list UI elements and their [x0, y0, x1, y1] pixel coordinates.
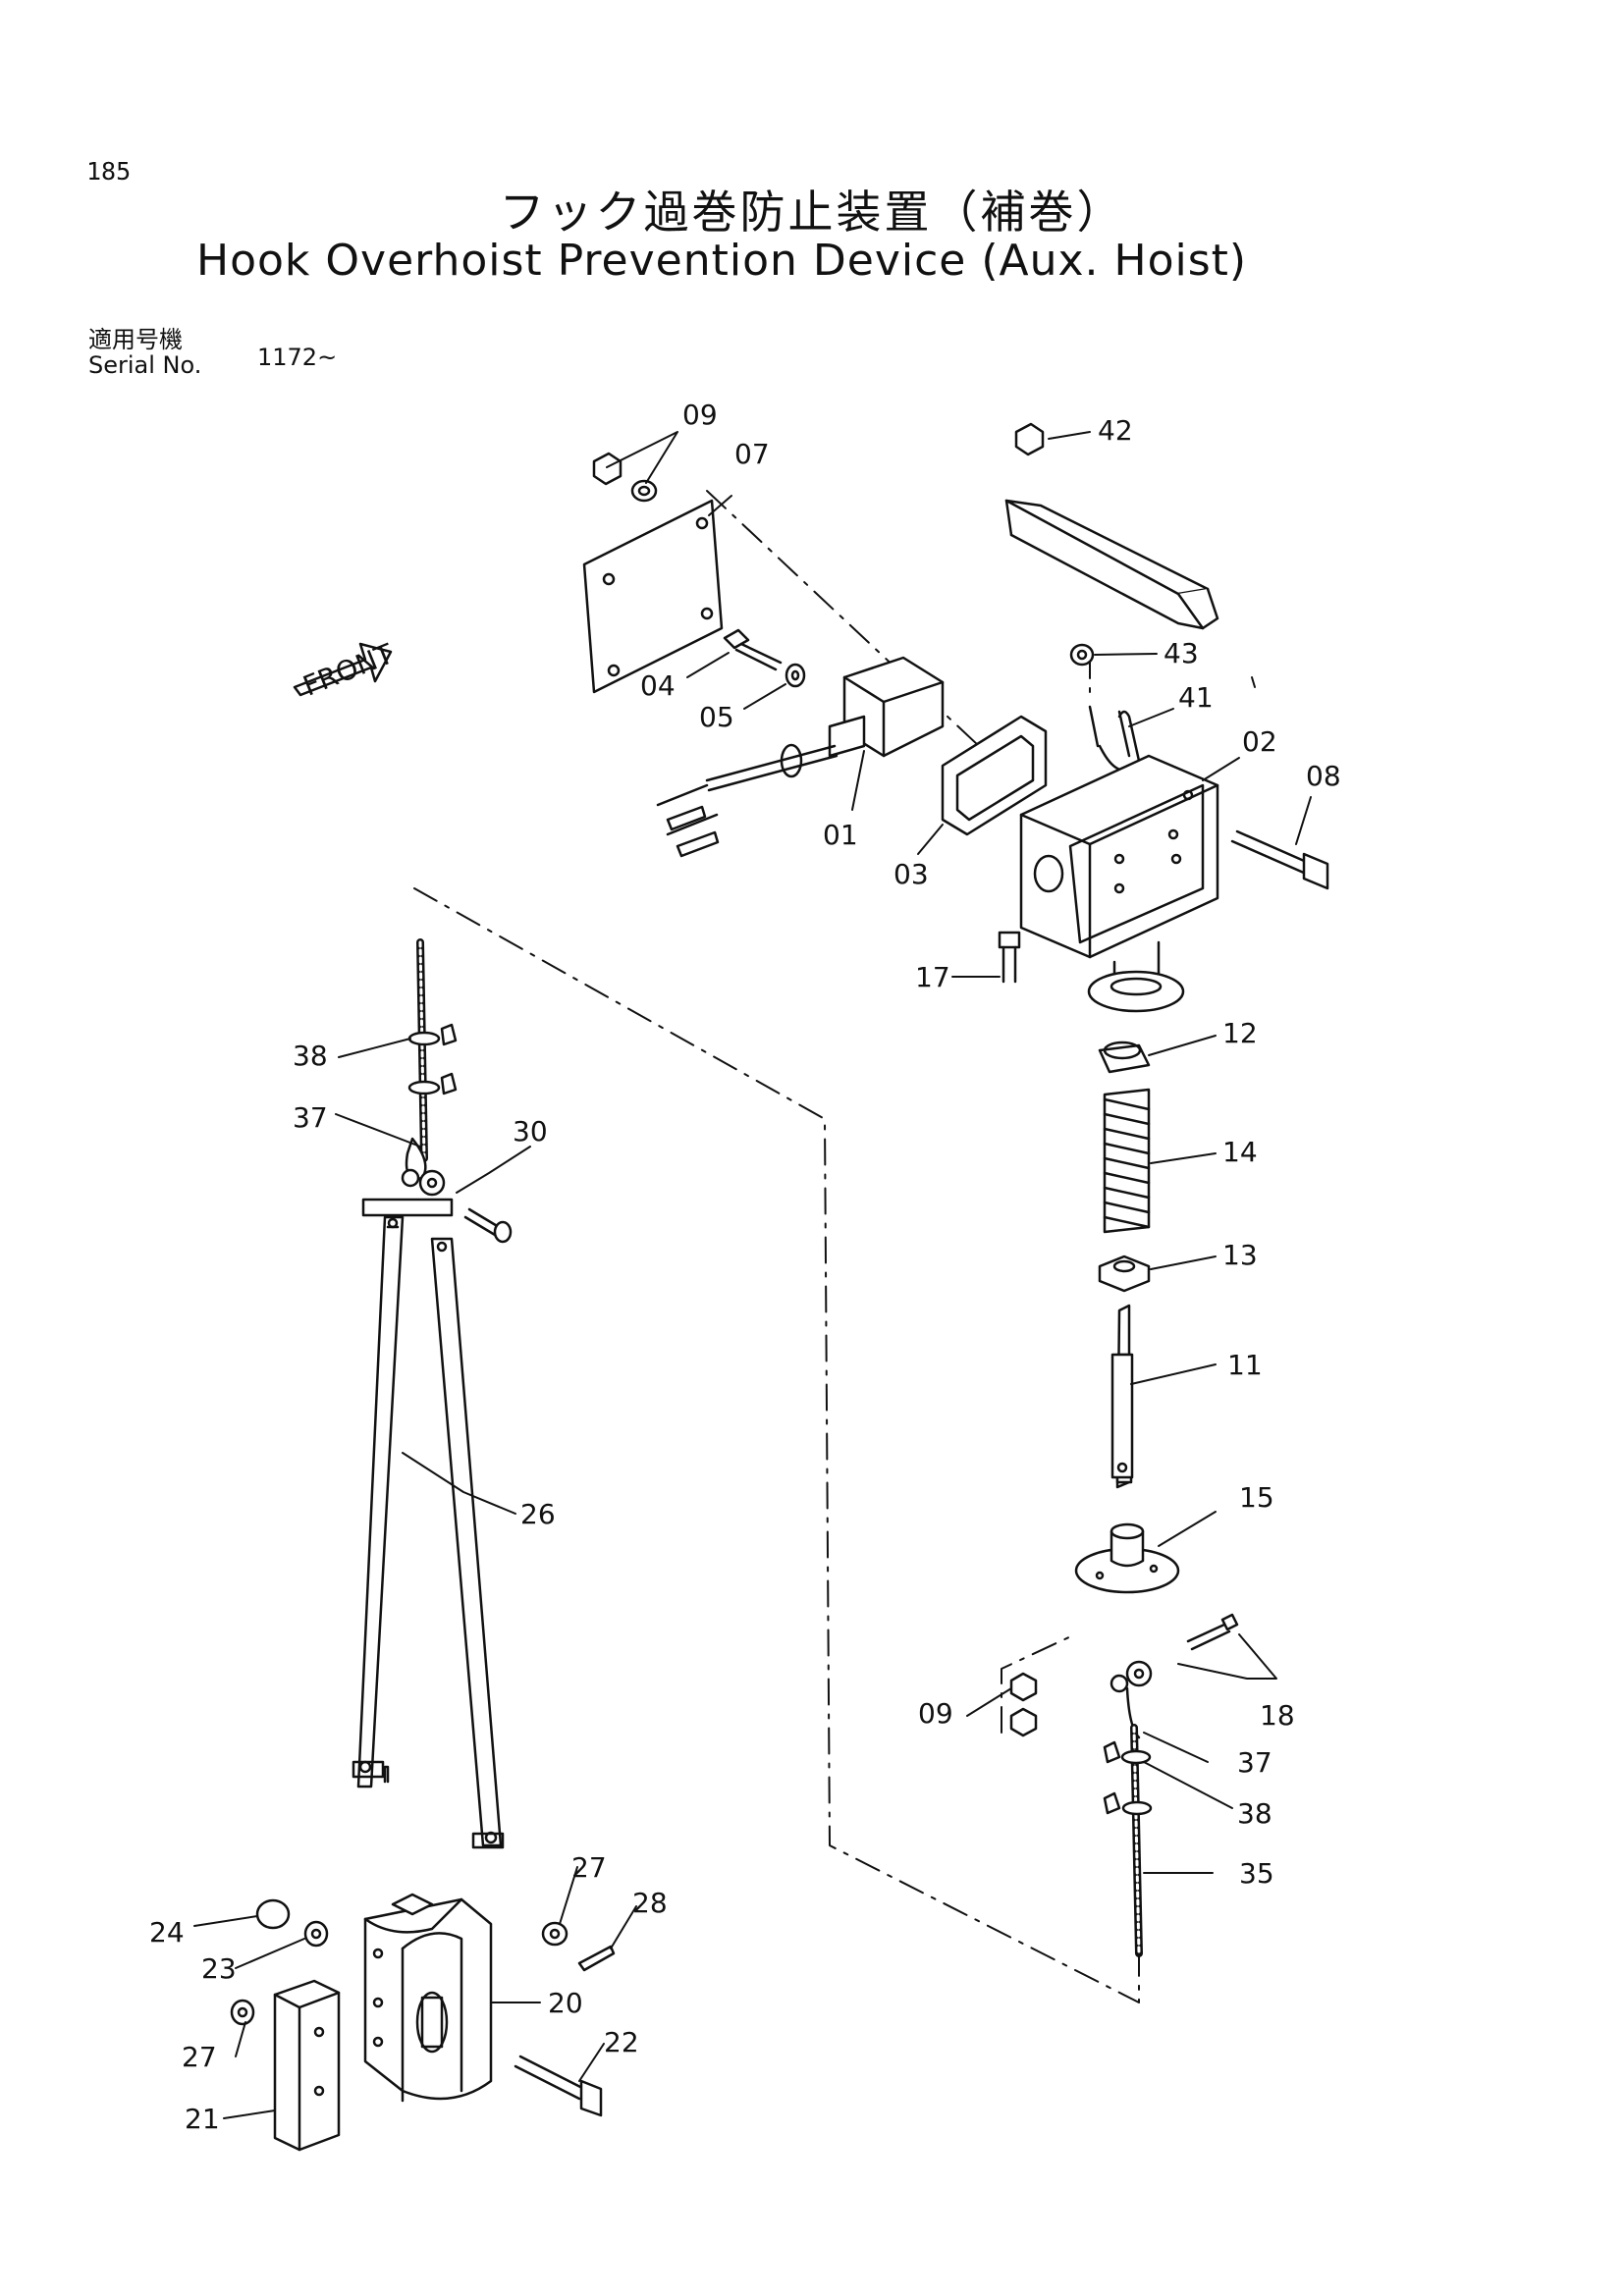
part-label: 20: [548, 1987, 583, 2019]
small-hardware: [230, 1898, 616, 2026]
part-label: 28: [632, 1887, 668, 1919]
part-label: 38: [293, 1040, 328, 1072]
front-arrow-icon: FRONT: [293, 637, 399, 703]
part-label: 24: [149, 1916, 185, 1949]
bolt-17: [998, 931, 1021, 984]
rod-11: [1110, 1304, 1134, 1489]
part-label: 26: [520, 1498, 556, 1530]
serial-label-jp: 適用号機: [88, 326, 183, 353]
mounting-block-02: [1019, 754, 1219, 1013]
part-label: 27: [571, 1851, 607, 1884]
part-label: 03: [893, 858, 929, 890]
part-label: 09: [918, 1697, 953, 1730]
part-label: 37: [293, 1101, 328, 1134]
part-label: 21: [185, 2103, 220, 2135]
part-label: 13: [1222, 1239, 1258, 1271]
pin-30: [463, 1207, 513, 1244]
bracket-42: [1004, 422, 1219, 667]
page-number: 185: [86, 157, 132, 186]
serial-label: 適用号機 Serial No.: [88, 327, 201, 378]
nut-13: [1098, 1255, 1151, 1293]
part-label: 30: [513, 1115, 548, 1148]
limit-switch-01: [656, 656, 945, 858]
part-label: 42: [1098, 414, 1133, 447]
flange-15: [1074, 1522, 1180, 1594]
bolt-08: [1230, 829, 1329, 890]
part-label: 18: [1260, 1699, 1295, 1732]
u-bolt-41: [1088, 705, 1141, 772]
part-label: 01: [823, 819, 858, 851]
part-label: 22: [604, 2026, 639, 2058]
nut-12: [1098, 1041, 1151, 1074]
part-labels: 09 07 42 43 41 04 05 02 08 01 03 17 12 3…: [149, 399, 1341, 2135]
assembly-guide-lines: [413, 490, 1256, 2003]
part-label: 15: [1239, 1481, 1274, 1514]
title-english: Hook Overhoist Prevention Device (Aux. H…: [196, 236, 1248, 286]
part-label: 35: [1239, 1857, 1274, 1890]
part-label: 43: [1164, 637, 1199, 669]
part-label: 05: [699, 701, 734, 733]
title-japanese: フック過巻防止装置（補巻）: [499, 186, 1125, 239]
part-label: 41: [1178, 681, 1214, 714]
weight-body-20: [363, 1893, 493, 2103]
part-label: 12: [1222, 1017, 1258, 1049]
wire-rope-35: [1103, 1724, 1153, 1957]
part-label: 07: [734, 438, 770, 470]
part-label: 04: [640, 669, 676, 702]
part-label: 27: [182, 2041, 217, 2073]
nut-09-top: [592, 452, 658, 503]
nut-09-lower: [1009, 1672, 1038, 1737]
part-label: 17: [915, 961, 950, 993]
serial-value: 1172~: [257, 344, 338, 371]
part-label: 11: [1227, 1349, 1263, 1381]
part-label: 23: [201, 1952, 237, 1985]
part-label: 38: [1237, 1797, 1272, 1830]
part-label: 14: [1222, 1136, 1258, 1168]
spring-14: [1103, 1088, 1151, 1234]
link-bars-26: [352, 1198, 505, 1849]
part-label: 37: [1237, 1746, 1272, 1779]
leader-lines: [193, 431, 1312, 2119]
front-arrow-label: FRONT: [298, 637, 399, 703]
part-label: 09: [682, 399, 718, 431]
bolt-22: [514, 2055, 603, 2117]
mounting-plate-07: [582, 499, 724, 694]
weight-block-21: [273, 1979, 341, 2152]
wire-rope-left: [401, 938, 458, 1197]
serial-label-en: Serial No.: [88, 351, 202, 379]
part-label: 02: [1242, 725, 1277, 758]
switch-cover-03: [941, 715, 1048, 836]
part-label: 08: [1306, 760, 1341, 792]
shackle-18: [1110, 1613, 1239, 1739]
bolt-04: [723, 628, 806, 688]
